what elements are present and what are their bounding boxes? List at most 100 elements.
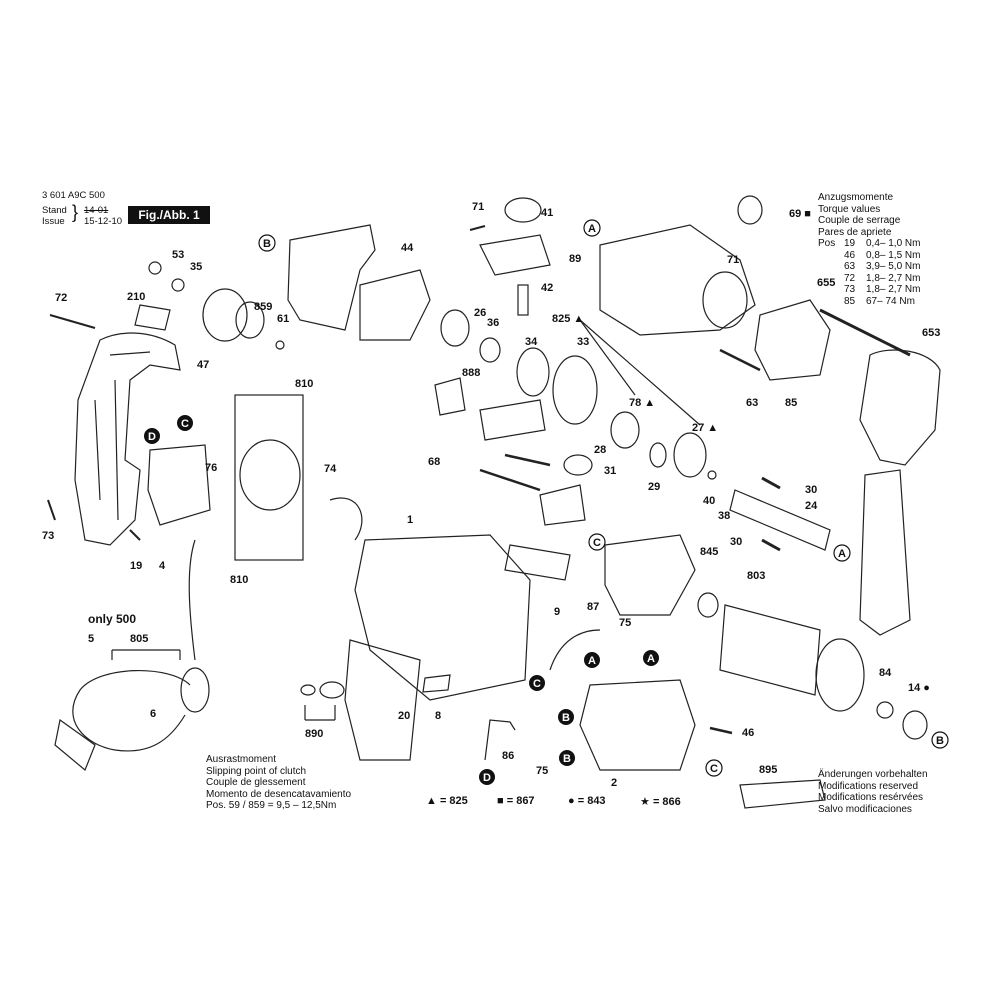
callout-74: 74 [324,463,337,475]
pin-30b [761,538,781,552]
callout-33: 33 [577,336,589,348]
circle-marker-a2: A [833,544,851,562]
callout-69: 69 ■ [789,208,811,220]
callout-34: 34 [525,336,538,348]
mod-line-fr: Modifications resérvées [818,792,924,803]
svg-text:C: C [533,678,541,690]
screw-19 [129,529,141,541]
torque-row: 73 1,8– 2,7 Nm [818,284,920,296]
callout-63: 63 [746,397,758,409]
callout-31: 31 [604,465,616,477]
dot-icon: ● [568,795,575,807]
cable-86 [484,719,516,761]
issue-label: Issue [42,216,65,227]
svg-text:B: B [263,238,271,250]
plug [54,718,96,771]
torque-range: 0,8– 1,5 Nm [866,249,921,261]
brush-holder-76 [239,439,301,511]
callout-14: 14 ● [908,682,930,694]
callout-85: 85 [785,397,797,409]
washer-31 [563,454,593,476]
shaft-x [479,468,541,492]
gear-34 [516,347,550,397]
torque-pos: 46 [844,249,856,261]
callout-20: 20 [398,710,410,722]
circle-markers: A B C D C A A A [144,219,949,785]
clutch-note: Ausrastmoment Slipping point of clutch C… [206,754,351,812]
clutch-shaft [235,301,265,339]
clutch-assembly [202,288,248,342]
circle-marker-a: A [583,219,601,237]
chuck-85 [754,299,831,381]
gear-26 [440,309,470,347]
torque-pos: 63 [844,261,856,272]
knob-41 [504,197,542,223]
callout-888: 888 [462,367,480,379]
callout-46: 46 [742,727,754,739]
clutch-line-de: Ausrastmoment [206,754,277,765]
screw-63 [719,348,761,372]
callout-42: 42 [541,282,553,294]
callout-24: 24 [805,500,818,512]
legend-item: ★ = 866 [640,796,681,808]
motor-housing [354,534,531,701]
callout-36: 36 [487,317,499,329]
callout-1: 1 [407,514,413,526]
torque-pos: 72 [844,272,856,284]
legend-item: ■ = 867 [497,795,535,807]
fan-guide-845 [604,534,696,616]
callout-44: 44 [401,242,414,254]
part-890b [319,681,345,699]
callout-75b: 75 [536,765,548,777]
circle-marker-b2: B [558,709,574,725]
bearing-armature [697,592,719,618]
svg-text:B: B [563,753,571,765]
gear-36 [479,337,501,363]
svg-text:C: C [710,763,718,775]
torque-row: 46 0,8– 1,5 Nm [818,250,920,262]
field-2 [579,679,696,771]
callout-76: 76 [205,462,217,474]
torque-range: 3,9– 5,0 Nm [866,261,921,272]
callout-numbers: 71 41 69 ■ 89 42 71 825 ▲ 655 653 63 85 … [42,201,940,789]
callout-895: 895 [759,764,777,776]
grease-tube-895 [739,779,826,809]
mod-line-de: Änderungen vorbehalten [818,769,928,780]
svg-text:A: A [838,548,846,560]
callout-53: 53 [172,249,184,261]
figure-label: Fig./Abb. 1 [128,206,210,224]
torque-pos: 85 [844,295,856,307]
callout-30b: 30 [730,536,742,548]
clutch-line-en: Slipping point of clutch [206,765,307,777]
ring-61 [275,340,285,350]
circle-marker-c2: C [588,533,606,551]
torque-range: 1,8– 2,7 Nm [866,284,921,295]
ring-28 [610,411,640,449]
shift-plate [479,399,546,441]
torque-table: Anzugsmomente Torque values Couple de se… [818,192,920,307]
circle-marker-d: D [144,428,160,444]
clutch-line-es: Momento de desencatavamiento [206,788,352,800]
doc-number: 3 601 A9C 500 [42,190,105,201]
switch-4 [147,444,211,526]
stand-label: Stand [42,205,67,216]
torque-pos: 73 [844,284,856,295]
depth-gauge [819,308,911,357]
callout-84: 84 [879,667,892,679]
callout-38: 38 [718,510,730,522]
callout-890: 890 [305,728,323,740]
callout-61: 61 [277,313,289,325]
spindle-24 [729,489,831,551]
torque-row: 72 1,8– 2,7 Nm [818,273,920,285]
washer-53 [148,261,162,275]
callout-845: 845 [700,546,718,558]
issue-date: 15-12-10 [84,216,123,227]
spring-74 [329,497,363,541]
handle-housing-detail [94,351,151,521]
svg-text:B: B [936,735,944,747]
legend-item: ▲ = 825 [426,795,468,807]
callout-210: 210 [127,291,145,303]
torque-row: 85 67– 74 Nm [818,296,920,308]
armature-fan [815,638,865,712]
torque-row: Pos 19 0,4– 1,0 Nm [818,238,920,250]
